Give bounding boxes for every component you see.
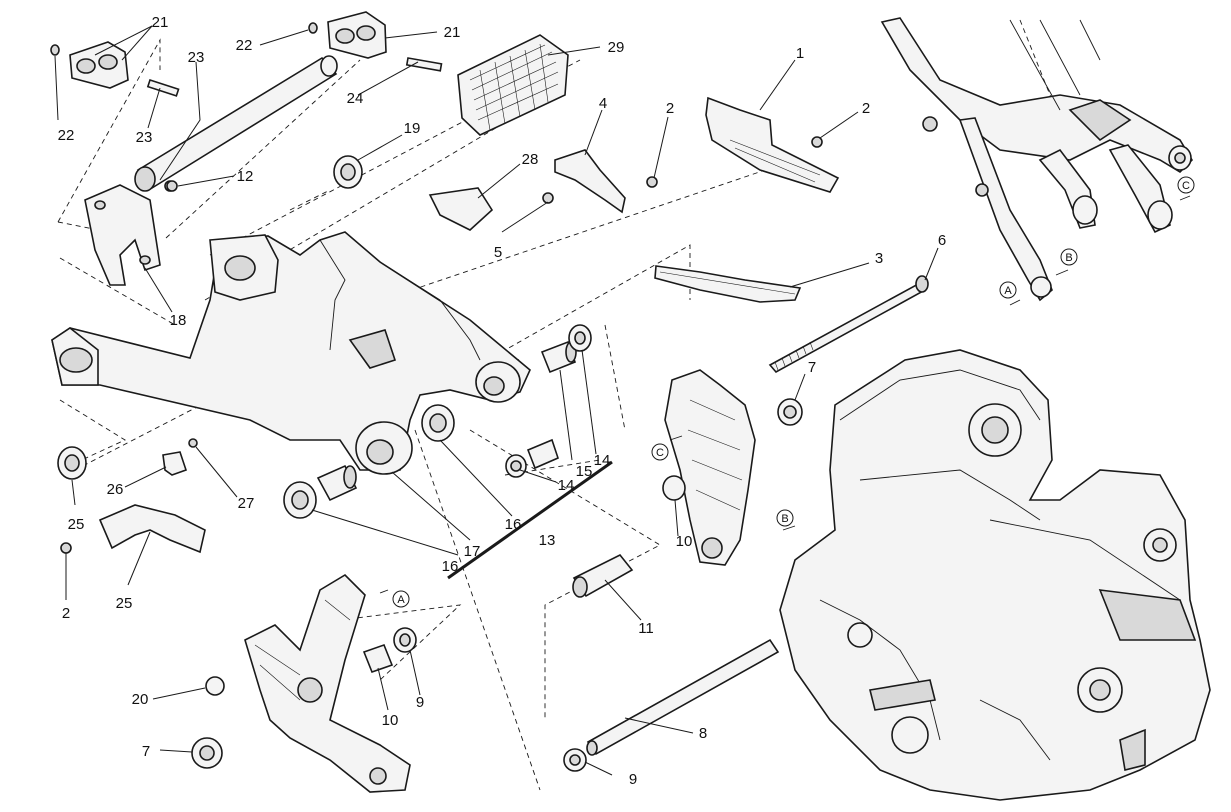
footrest-bracket: [244, 573, 411, 793]
callout-12: 12: [237, 168, 254, 185]
ref-marker-b-top: B: [1060, 248, 1078, 266]
ref-marker-c-top: C: [1177, 176, 1195, 194]
svg-text:B: B: [1065, 252, 1072, 264]
direction-arrows: [379, 195, 1191, 594]
callout-22: 22: [58, 127, 75, 144]
callout-3: 3: [875, 250, 883, 267]
callout-27: 27: [238, 495, 255, 512]
swingarm: [51, 231, 531, 475]
part-10-bush: [362, 643, 394, 674]
part-4-bracket: [554, 149, 626, 214]
svg-text:A: A: [397, 594, 405, 606]
callout-10: 10: [676, 533, 693, 550]
part-13-bar: [447, 460, 613, 580]
svg-text:A: A: [1004, 285, 1012, 297]
callout-28: 28: [522, 151, 539, 168]
part-24-tube: [134, 55, 338, 192]
callout-14: 14: [558, 477, 575, 494]
part-11-pin: [572, 553, 634, 598]
callout-21: 25: [68, 516, 85, 533]
ref-marker-a-top: A: [999, 281, 1017, 299]
part-22-washers: [50, 22, 318, 56]
part-15-bushing-bottom: [526, 438, 559, 470]
callout-2: 2: [62, 605, 70, 622]
callout-4: 4: [599, 95, 607, 112]
part-29-grille: [457, 34, 569, 136]
callout-19: 25: [116, 595, 133, 612]
callout-29: 29: [608, 39, 625, 56]
callout-15: 15: [576, 463, 593, 480]
svg-text:C: C: [1182, 180, 1190, 192]
part-8-axle: [586, 638, 780, 756]
part-3-chain-slider: [654, 265, 802, 303]
callout-7: 7: [142, 743, 150, 760]
part-23-clamp-right: [327, 11, 387, 59]
part-28-gasket: [428, 187, 494, 231]
callout-23: 21: [444, 24, 461, 41]
callout-25: 23: [136, 129, 153, 146]
part-23-clamp-left: [69, 41, 129, 89]
svg-text:B: B: [781, 513, 788, 525]
part-16-bearing-left: [283, 481, 317, 519]
callout-25: 24: [347, 90, 364, 107]
part-14-seal-bottom: [505, 454, 527, 478]
callout-20: 18: [170, 312, 187, 329]
part-21-bearing-bottom: [57, 446, 87, 480]
part-19-bracket: [98, 504, 206, 554]
part-7-nut-bottom: [191, 737, 223, 769]
callout-7: 7: [808, 359, 816, 376]
callout-17: 17: [464, 543, 481, 560]
part-20-bracket: [84, 180, 176, 286]
part-9-cap: [393, 627, 417, 653]
part-6-long-bolt: [768, 275, 929, 374]
part-14-seal-top: [568, 324, 592, 352]
callout-9: 9: [416, 694, 424, 711]
callout-11: 11: [638, 620, 654, 637]
svg-text:C: C: [656, 447, 664, 459]
callout-14: 14: [594, 452, 611, 469]
callout-21: 19: [404, 120, 421, 137]
callout-24: 23: [188, 49, 205, 66]
callout-5: 5: [494, 244, 502, 261]
callout-6: 6: [938, 232, 946, 249]
part-17-bushing: [316, 464, 358, 502]
part-18-nut: [205, 676, 225, 696]
callout-16: 16: [442, 558, 459, 575]
part-21-bearing-top: [333, 155, 363, 189]
callout-23: 21: [152, 14, 169, 31]
engine-assembly: [779, 349, 1211, 801]
rear-subframe-inset: [880, 17, 1194, 302]
callout-26: 26: [107, 481, 124, 498]
part-9-cap-bottom: [563, 748, 587, 772]
callout-2: 2: [862, 100, 870, 117]
rear-footpeg-bracket: [662, 369, 756, 566]
callout-8: 8: [699, 725, 707, 742]
callout-16: 16: [505, 516, 522, 533]
callout-2: 2: [666, 100, 674, 117]
leader-lines: [54, 25, 939, 776]
callout-22: 22: [236, 37, 253, 54]
ref-marker-b-mid: B: [776, 509, 794, 527]
ref-marker-c-mid: C: [651, 443, 669, 461]
callout-13: 13: [539, 532, 556, 549]
ref-marker-a-bottom: A: [392, 590, 410, 608]
part-7-nut-top: [777, 398, 803, 426]
part-1-chain-guard: [705, 96, 840, 193]
callout-9: 9: [629, 771, 637, 788]
callout-labels: 21 22 23 23 22 21 24 29 1 2 2 4 28 5 19 …: [58, 14, 947, 788]
callout-18: 20: [132, 691, 149, 708]
part-25-bolts: [146, 57, 443, 97]
part-16-bearing-right: [421, 404, 455, 442]
callout-10: 10: [382, 712, 399, 729]
callout-1: 1: [796, 45, 804, 62]
